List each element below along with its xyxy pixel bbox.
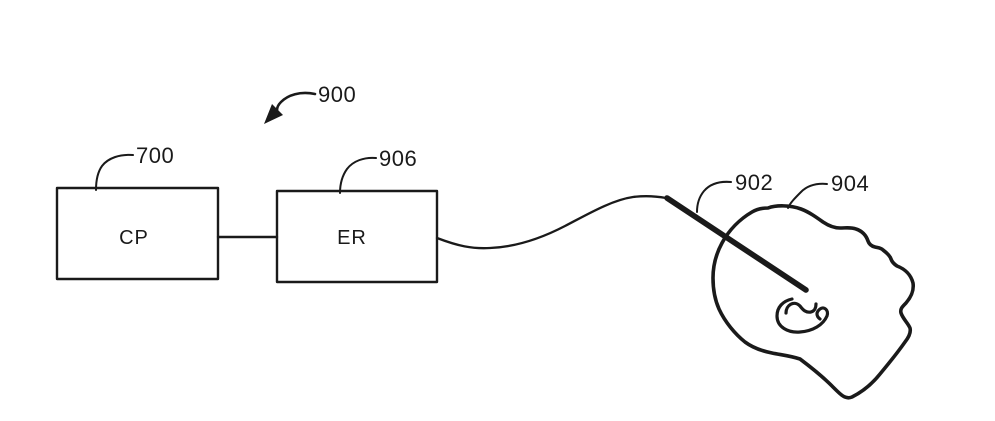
head-outline bbox=[711, 204, 916, 400]
ref-900-label: 900 bbox=[318, 82, 356, 107]
er-cable-line bbox=[435, 194, 668, 250]
ref-904-label: 904 bbox=[831, 171, 869, 196]
target-squiggle-inner bbox=[784, 301, 818, 315]
ref-700-label: 700 bbox=[136, 143, 174, 168]
cp-box bbox=[55, 186, 220, 281]
ref-904-leader-line bbox=[787, 182, 828, 209]
ref-902-label: 902 bbox=[735, 170, 773, 195]
ref-902-leader-line bbox=[696, 180, 732, 213]
ref-906-leader-line bbox=[339, 156, 377, 194]
ref-900-arrow-curve bbox=[275, 91, 317, 112]
cp-box-label: CP bbox=[119, 227, 149, 249]
ref-906-label: 906 bbox=[379, 146, 417, 171]
probe-needle bbox=[664, 195, 809, 293]
ref-700-leader-line bbox=[95, 153, 134, 191]
target-squiggle-outer bbox=[775, 297, 830, 334]
ref-900-arrowhead-icon bbox=[264, 104, 283, 124]
er-box-label: ER bbox=[337, 227, 367, 249]
